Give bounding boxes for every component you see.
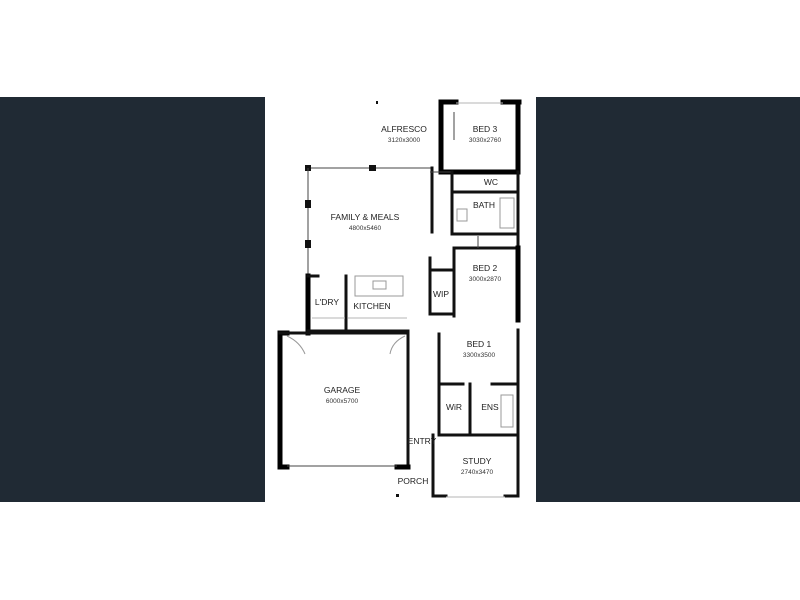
garage-walls [277, 330, 411, 470]
ens-label: ENS [481, 402, 499, 412]
bed1-label: BED 1 [467, 339, 492, 349]
kitchen-label: KITCHEN [353, 301, 390, 311]
bed3-size: 3030x2760 [469, 137, 502, 144]
kitchen-laundry [305, 273, 410, 336]
bed3-walls [438, 99, 522, 175]
bath-basin [456, 208, 468, 222]
garage-size: 6000x5700 [326, 398, 359, 405]
family-meals-walls [305, 165, 452, 276]
study-size: 2740x3470 [461, 469, 494, 476]
bed2-wip-walls [428, 236, 521, 323]
family-post-n [369, 165, 376, 171]
room-labels: ALFRESCO 3120x3000 BED 3 3030x2760 WC BA… [315, 124, 502, 486]
alfresco-label: ALFRESCO [381, 124, 427, 134]
garage-door-swing-2 [389, 335, 406, 355]
bed1-wir-ens-walls [437, 328, 520, 437]
entry-label: ENTRY [408, 436, 437, 446]
alfresco-size: 3120x3000 [388, 137, 421, 144]
porch-post [396, 494, 399, 497]
wc-label: WC [484, 177, 498, 187]
wc-bath-walls [450, 170, 520, 250]
study-walls [376, 101, 520, 498]
ensuite-vanity [500, 394, 514, 428]
wir-label: WiR [446, 402, 462, 412]
kitchen-island [354, 275, 404, 297]
family-meals-size: 4800x5460 [349, 225, 382, 232]
left-dark-band [0, 97, 265, 502]
wip-label: WIP [433, 289, 449, 299]
kitchen-sink [372, 280, 387, 290]
study-label: STUDY [463, 456, 492, 466]
family-meals-label: FAMILY & MEALS [331, 212, 400, 222]
alfresco-post [376, 101, 378, 104]
bed2-size: 3000x2870 [469, 276, 502, 283]
family-post-w1 [305, 200, 311, 208]
bed1-size: 3300x3500 [463, 352, 496, 359]
garage-label: GARAGE [324, 385, 361, 395]
family-post-w2 [305, 240, 311, 248]
bed2-label: BED 2 [473, 263, 498, 273]
bath-label: BATH [473, 200, 495, 210]
right-dark-band [536, 97, 800, 502]
garage-door-swing [286, 335, 306, 355]
laundry-label: L'DRY [315, 297, 339, 307]
bed3-label: BED 3 [473, 124, 498, 134]
bath-tub [499, 197, 515, 229]
porch-label: PORCH [398, 476, 429, 486]
